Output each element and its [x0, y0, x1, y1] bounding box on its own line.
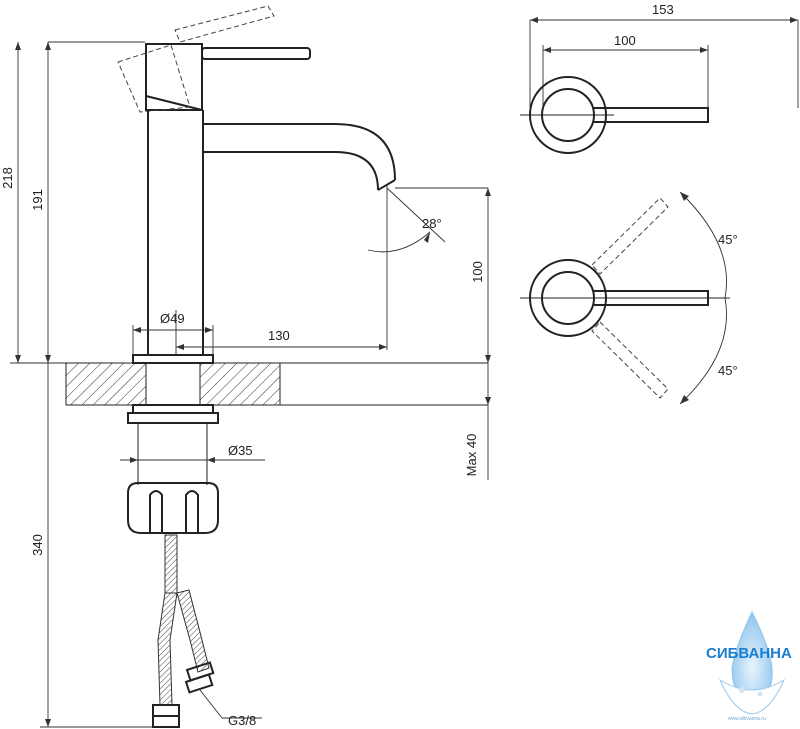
handle-lever	[145, 43, 311, 111]
counter-thickness-dim: Max 40	[464, 363, 491, 480]
rotation-arcs: 45° 45°	[679, 191, 738, 405]
dim-100-height: 100	[470, 261, 485, 283]
dim-diameter-49: Ø49	[160, 311, 185, 326]
side-view: 218 191 340	[0, 5, 491, 728]
dim-45-down: 45°	[718, 363, 738, 378]
dim-28-deg: 28°	[422, 216, 442, 231]
counter-top	[65, 362, 488, 406]
mounting-nut	[127, 482, 219, 534]
supply-hoses: G3/8	[152, 534, 262, 728]
left-dimensions: 218 191 340	[0, 41, 165, 728]
shank: Ø35	[120, 404, 265, 485]
spout-height-dim: 100	[395, 187, 491, 363]
dim-340: 340	[30, 534, 45, 556]
rotation-view: 45° 45°	[520, 191, 738, 405]
dim-max-40: Max 40	[464, 434, 479, 477]
sibvanna-logo: СИБВАННА www.sibvanna.ru	[706, 610, 792, 722]
dim-153: 153	[652, 2, 674, 17]
handle-lever-tilted	[117, 5, 275, 113]
dim-45-up: 45°	[718, 232, 738, 247]
spout-angle: 28°	[367, 185, 446, 350]
logo-brand: СИБВАННА	[706, 645, 792, 662]
dim-191: 191	[30, 189, 45, 211]
rotation-dashed-levers	[591, 197, 669, 399]
dim-130: 130	[268, 328, 290, 343]
logo-url: www.sibvanna.ru	[728, 716, 766, 722]
top-view-lever	[520, 76, 709, 154]
base-dimensions: Ø49 130	[132, 310, 387, 355]
dim-g38: G3/8	[228, 713, 256, 728]
dim-218: 218	[0, 167, 15, 189]
faucet-body	[132, 110, 214, 364]
spout	[203, 123, 396, 191]
top-view-dimensions: 153 100	[529, 2, 799, 120]
dim-diameter-35: Ø35	[228, 443, 253, 458]
dim-100-top: 100	[614, 33, 636, 48]
